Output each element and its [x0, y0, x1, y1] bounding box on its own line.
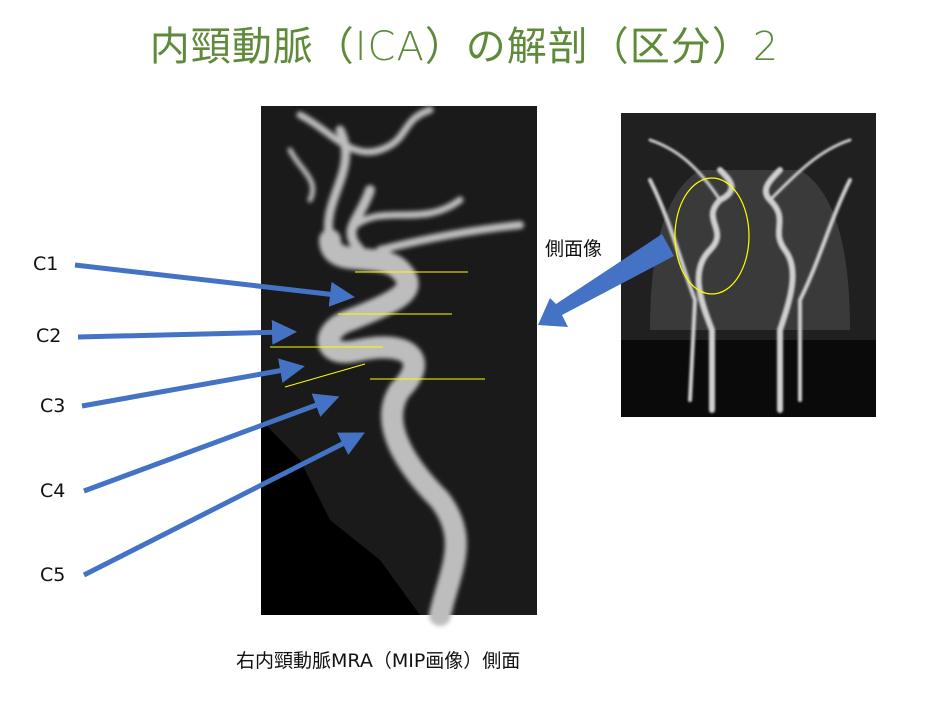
side-view-label: 側面像 [545, 238, 603, 260]
lateral-mra-image [261, 106, 537, 626]
arrow-c2 [77, 319, 297, 345]
label-c3: C3 [40, 395, 66, 417]
slide-title: 内頸動脈（ICA）の解剖（区分）2 [149, 24, 780, 70]
arrow-c3 [81, 358, 305, 409]
label-c5: C5 [40, 564, 66, 586]
label-c2: C2 [36, 325, 62, 347]
arrow-c1 [74, 262, 355, 307]
region-ellipse [674, 177, 750, 295]
image-caption: 右内頸動脈MRA（MIP画像）側面 [236, 650, 521, 672]
label-c4: C4 [40, 480, 66, 502]
arrow-c5 [82, 432, 365, 578]
segment-markers [270, 271, 485, 388]
frontal-mra-image [621, 113, 876, 417]
side-view-arrow [538, 234, 674, 327]
arrow-c4 [83, 393, 340, 494]
label-c1: C1 [33, 253, 59, 275]
